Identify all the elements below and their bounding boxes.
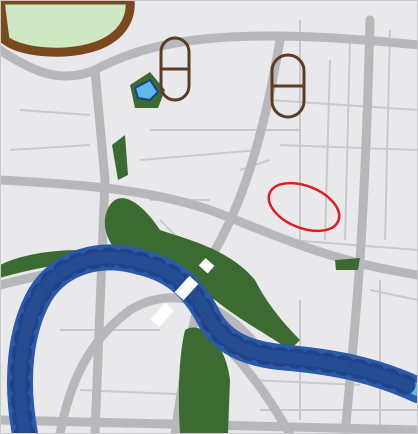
park-central[interactable] bbox=[104, 198, 300, 350]
park-south[interactable] bbox=[178, 327, 230, 434]
stadium-marker[interactable] bbox=[159, 36, 191, 102]
stadium-marker[interactable] bbox=[270, 53, 306, 119]
park-top-left[interactable] bbox=[0, 0, 135, 57]
green-corridor bbox=[112, 135, 128, 180]
park-east[interactable] bbox=[335, 258, 360, 270]
highlight-ellipse[interactable] bbox=[262, 174, 346, 241]
white-bar bbox=[150, 257, 215, 328]
lake bbox=[133, 78, 160, 102]
river bbox=[7, 244, 418, 434]
minor-streets bbox=[9, 20, 418, 434]
